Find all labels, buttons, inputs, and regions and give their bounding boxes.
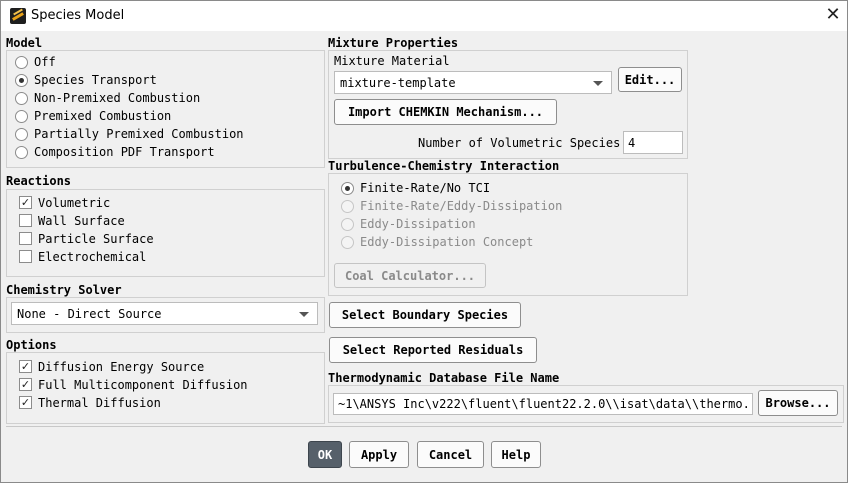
particle-surface-label: Particle Surface [38, 232, 154, 246]
tci-label-eddy-dissipation: Eddy-Dissipation [360, 217, 476, 231]
electrochemical-label: Electrochemical [38, 250, 147, 264]
reactions-group [6, 189, 325, 277]
import-chemkin-button[interactable]: Import CHEMKIN Mechanism... [334, 99, 557, 125]
thermo-db-section-title: Thermodynamic Database File Name [328, 371, 560, 385]
model-label-species-transport: Species Transport [34, 73, 157, 87]
model-radio-species-transport[interactable] [15, 74, 28, 87]
num-volumetric-species-input[interactable] [623, 131, 683, 154]
cancel-button[interactable]: Cancel [417, 441, 484, 468]
model-label-premixed: Premixed Combustion [34, 109, 172, 123]
tci-label-eddy-dissipation-concept: Eddy-Dissipation Concept [360, 235, 534, 249]
model-label-off: Off [34, 55, 56, 69]
edit-button[interactable]: Edit... [618, 67, 682, 92]
model-radio-non-premixed[interactable] [15, 92, 28, 105]
tci-section-title: Turbulence-Chemistry Interaction [328, 159, 560, 173]
mixture-properties-section-title: Mixture Properties [328, 36, 459, 50]
apply-button[interactable]: Apply [349, 441, 409, 468]
close-icon[interactable]: ✕ [825, 4, 841, 25]
thermal-diffusion-label: Thermal Diffusion [38, 396, 161, 410]
select-boundary-species-button[interactable]: Select Boundary Species [329, 302, 521, 328]
model-radio-off[interactable] [15, 56, 28, 69]
electrochemical-checkbox[interactable] [19, 250, 32, 263]
select-reported-residuals-button[interactable]: Select Reported Residuals [329, 337, 537, 363]
chemistry-solver-value: None - Direct Source [17, 307, 162, 321]
thermo-db-file-input[interactable] [333, 393, 753, 415]
thermal-diffusion-checkbox[interactable]: ✓ [19, 396, 32, 409]
ok-button[interactable]: OK [308, 441, 342, 468]
particle-surface-checkbox[interactable] [19, 232, 32, 245]
volumetric-checkbox[interactable]: ✓ [19, 196, 32, 209]
wall-surface-checkbox[interactable] [19, 214, 32, 227]
model-group [6, 50, 325, 168]
chevron-down-icon [299, 312, 309, 317]
mixture-material-value: mixture-template [340, 76, 456, 90]
reactions-section-title: Reactions [6, 174, 72, 188]
mixture-material-dropdown[interactable]: mixture-template [334, 71, 612, 94]
chevron-down-icon [593, 81, 603, 86]
footer-divider [6, 426, 842, 427]
mixture-material-label: Mixture Material [334, 54, 450, 68]
wall-surface-label: Wall Surface [38, 214, 125, 228]
tci-radio-finite-rate-no-tci[interactable] [341, 182, 354, 195]
diffusion-energy-source-label: Diffusion Energy Source [38, 360, 205, 374]
title-bar: Species Model ✕ [1, 1, 847, 31]
coal-calculator-button[interactable]: Coal Calculator... [334, 263, 486, 288]
diffusion-energy-source-checkbox[interactable]: ✓ [19, 360, 32, 373]
model-section-title: Model [6, 36, 43, 50]
model-label-composition-pdf: Composition PDF Transport [34, 145, 215, 159]
chemistry-solver-section-title: Chemistry Solver [6, 283, 122, 297]
model-radio-premixed[interactable] [15, 110, 28, 123]
model-radio-partially-premixed[interactable] [15, 128, 28, 141]
tci-radio-finite-rate-eddy-dissipation[interactable] [341, 200, 354, 213]
fluent-app-icon [10, 8, 26, 24]
window-title: Species Model [31, 8, 125, 23]
tci-label-finite-rate-no-tci: Finite-Rate/No TCI [360, 181, 491, 195]
model-label-partially-premixed: Partially Premixed Combustion [34, 127, 244, 141]
tci-radio-eddy-dissipation[interactable] [341, 218, 354, 231]
options-section-title: Options [6, 338, 57, 352]
chemistry-solver-dropdown[interactable]: None - Direct Source [11, 302, 318, 325]
tci-label-finite-rate-eddy-dissipation: Finite-Rate/Eddy-Dissipation [360, 199, 563, 213]
help-button[interactable]: Help [491, 441, 541, 468]
options-group [6, 352, 325, 424]
num-volumetric-species-label: Number of Volumetric Species [418, 136, 621, 150]
model-label-non-premixed: Non-Premixed Combustion [34, 91, 201, 105]
full-multicomponent-diffusion-label: Full Multicomponent Diffusion [38, 378, 248, 392]
volumetric-label: Volumetric [38, 196, 111, 210]
browse-button[interactable]: Browse... [758, 390, 838, 416]
model-radio-composition-pdf[interactable] [15, 146, 28, 159]
full-multicomponent-diffusion-checkbox[interactable]: ✓ [19, 378, 32, 391]
tci-radio-eddy-dissipation-concept[interactable] [341, 236, 354, 249]
